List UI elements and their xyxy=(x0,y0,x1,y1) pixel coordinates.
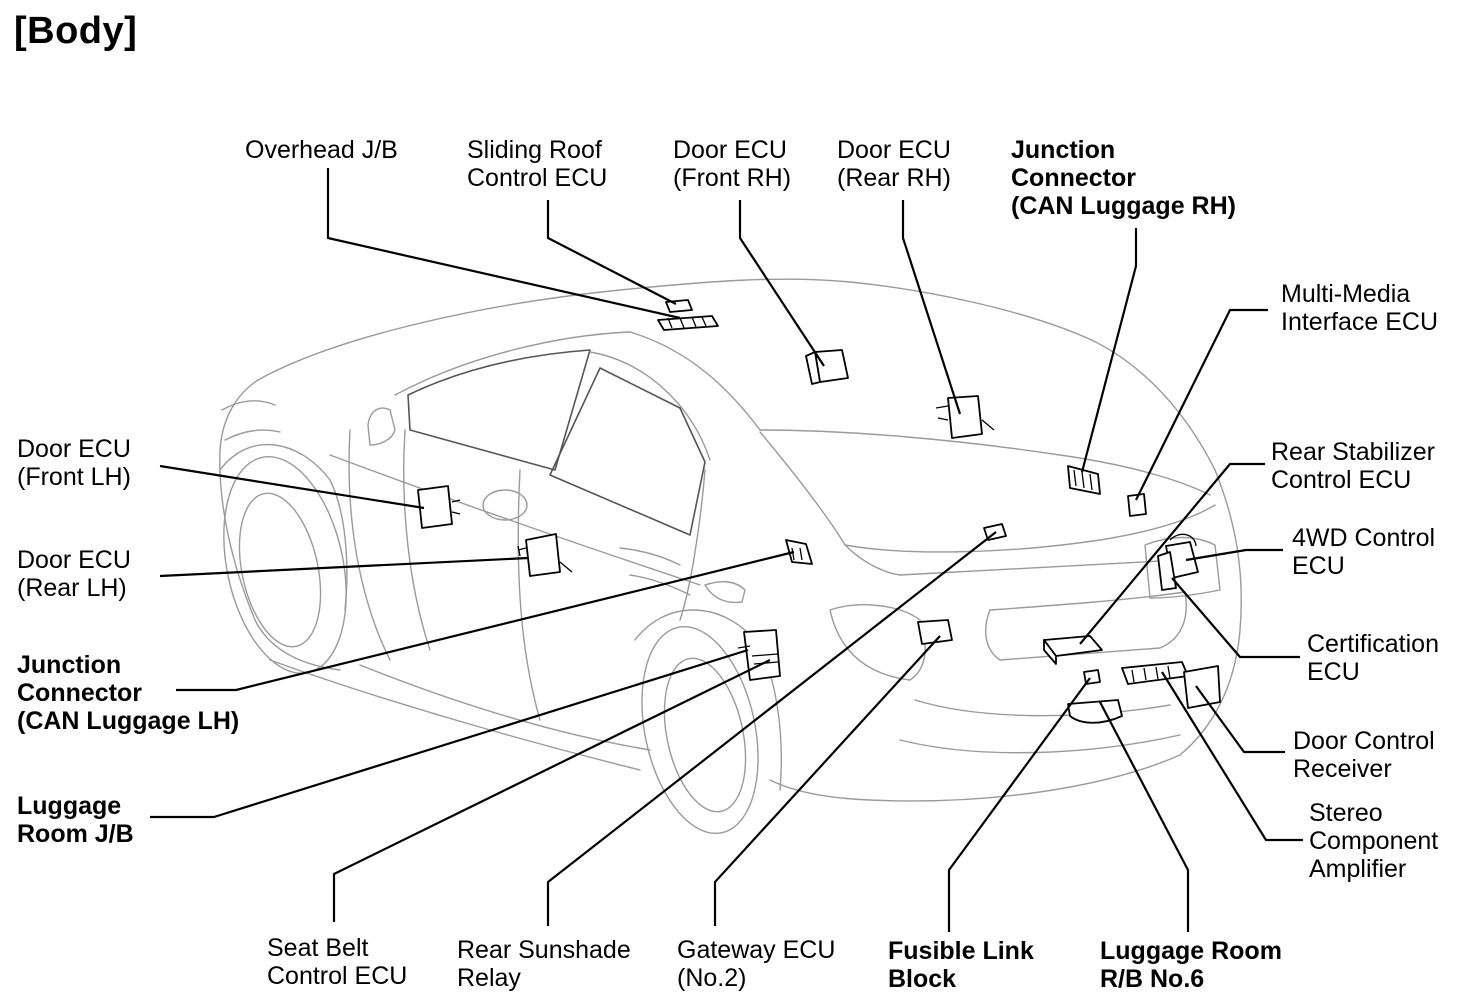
leader-fusible-link-block xyxy=(947,677,1091,932)
label-overhead-jb: Overhead J/B xyxy=(245,136,398,164)
leader-sliding-roof-ecu xyxy=(546,200,677,305)
label-4wd-control-ecu: 4WD Control ECU xyxy=(1292,524,1436,580)
label-junction-connector-can-luggage-lh: Junction Connector (CAN Luggage LH) xyxy=(17,651,240,735)
fourwd-certification-part xyxy=(1157,533,1199,591)
leader-overhead-jb xyxy=(326,168,681,320)
overhead-jb-part xyxy=(657,315,719,331)
label-multi-media-interface-ecu: Multi-Media Interface ECU xyxy=(1281,280,1439,336)
leader-multimedia-ecu xyxy=(1135,308,1268,501)
leader-stereo-amplifier xyxy=(1161,671,1303,842)
stereo-amplifier-part xyxy=(1121,661,1189,685)
leader-fourwd-ecu xyxy=(1185,548,1283,562)
leader-rear-sunshade-relay xyxy=(546,531,997,926)
label-door-control-receiver: Door Control Receiver xyxy=(1293,727,1435,783)
leader-junction-connector-rh xyxy=(1080,228,1138,473)
leader-luggage-room-jb xyxy=(150,648,749,819)
gateway-ecu-part xyxy=(917,619,953,645)
leader-luggage-room-rb xyxy=(1099,701,1190,932)
door-ecu-front-lh-part xyxy=(417,485,461,529)
label-junction-connector-can-luggage-rh: Junction Connector (CAN Luggage RH) xyxy=(1011,136,1236,220)
rear-stabilizer-ecu-part xyxy=(1043,635,1103,665)
label-door-ecu-front-lh: Door ECU (Front LH) xyxy=(17,435,131,491)
label-luggage-room-rb-no6: Luggage Room R/B No.6 xyxy=(1100,937,1282,993)
leader-door-control-receiver xyxy=(1195,685,1285,754)
label-sliding-roof-control-ecu: Sliding Roof Control ECU xyxy=(467,136,608,192)
door-ecu-front-rh-part xyxy=(805,349,849,385)
label-rear-sunshade-relay: Rear Sunshade Relay xyxy=(457,936,631,992)
door-ecu-rear-rh-part xyxy=(935,395,995,439)
door-control-receiver-part xyxy=(1183,665,1221,709)
label-door-ecu-rear-lh: Door ECU (Rear LH) xyxy=(17,546,131,602)
components xyxy=(417,299,1221,724)
label-gateway-ecu-no2: Gateway ECU (No.2) xyxy=(677,936,836,992)
leader-lines xyxy=(150,168,1303,932)
leader-junction-connector-lh xyxy=(176,550,795,692)
label-luggage-room-jb: Luggage Room J/B xyxy=(17,792,134,848)
label-certification-ecu: Certification ECU xyxy=(1307,630,1439,686)
leader-door-ecu-front-lh xyxy=(159,464,425,510)
leader-gateway-ecu xyxy=(713,635,941,926)
door-ecu-rear-lh-part xyxy=(517,533,573,577)
leader-door-ecu-rear-rh xyxy=(901,200,962,415)
page-title: [Body] xyxy=(14,10,138,52)
luggage-room-rb-part xyxy=(1067,699,1123,724)
label-rear-stabilizer-control-ecu: Rear Stabilizer Control ECU xyxy=(1271,438,1435,494)
label-stereo-component-amplifier: Stereo Component Amplifier xyxy=(1309,799,1439,883)
leader-seat-belt-ecu xyxy=(332,659,771,922)
junction-connector-lh-part xyxy=(785,539,813,565)
leader-door-ecu-rear-lh xyxy=(159,556,529,578)
label-door-ecu-rear-rh: Door ECU (Rear RH) xyxy=(837,136,951,192)
label-seat-belt-control-ecu: Seat Belt Control ECU xyxy=(267,934,408,990)
leader-rear-stabilizer-ecu xyxy=(1079,462,1265,645)
label-door-ecu-front-rh: Door ECU (Front RH) xyxy=(673,136,792,192)
junction-connector-rh-part xyxy=(1067,465,1101,495)
leader-certification-ecu xyxy=(1171,577,1300,659)
car-outline xyxy=(219,278,1242,835)
label-fusible-link-block: Fusible Link Block xyxy=(888,937,1034,993)
leader-door-ecu-front-rh xyxy=(738,200,825,367)
